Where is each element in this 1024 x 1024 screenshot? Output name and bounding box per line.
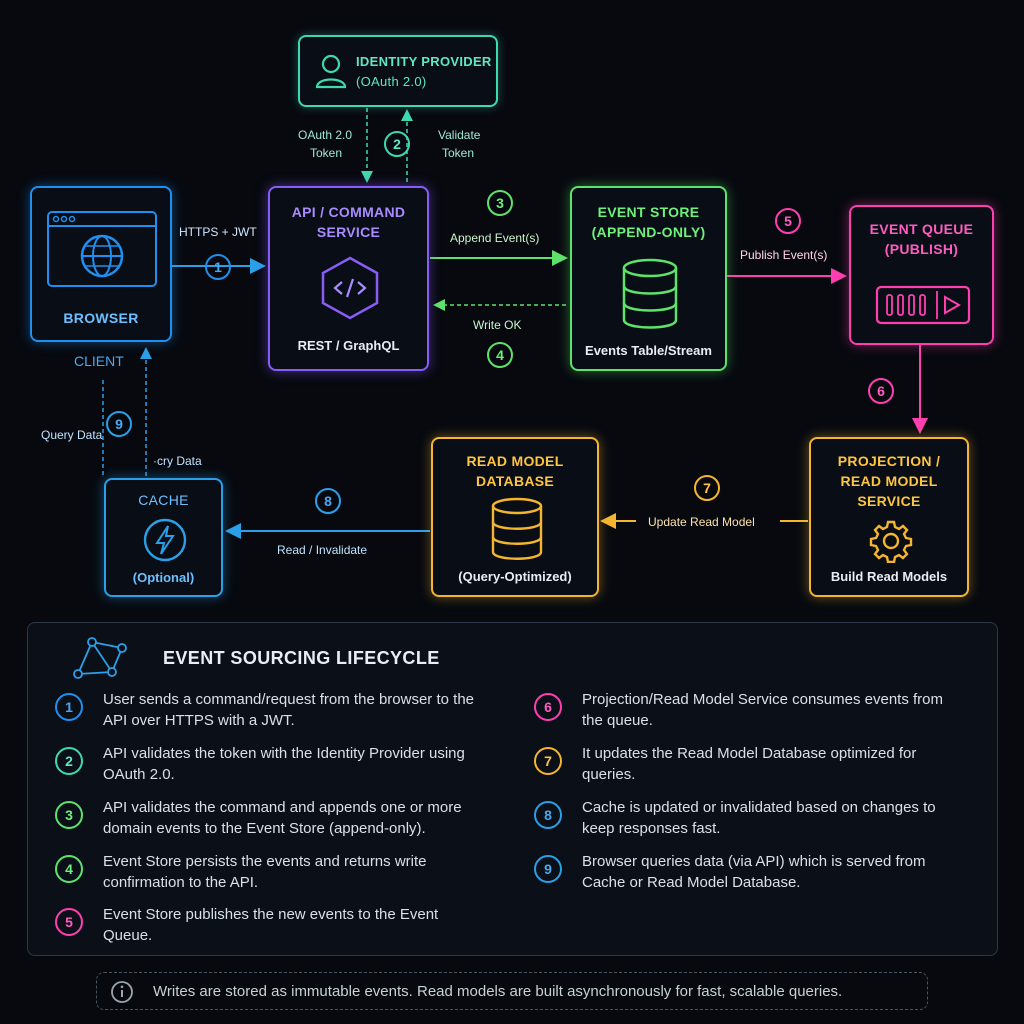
legend-text-5: Event Store publishes the new events to … <box>103 906 439 944</box>
step-badge-5: 5 <box>775 208 801 234</box>
legend-item-2: 2 API validates the token with the Ident… <box>55 743 475 785</box>
step-badge-2: 2 <box>384 131 410 157</box>
projection-title-line1: PROJECTION / <box>837 453 941 469</box>
gear-icon <box>869 520 913 563</box>
node-projection-service[interactable]: PROJECTION / READ MODEL SERVICE Build Re… <box>809 437 969 597</box>
legend-text-3: API validates the command and appends on… <box>103 799 462 837</box>
browser-title: BROWSER <box>63 310 139 326</box>
node-event-queue[interactable]: EVENT QUEUE (PUBLISH) <box>849 205 994 345</box>
network-graph-icon <box>73 637 127 679</box>
readmodel-title-line1: READ MODEL <box>466 453 564 469</box>
browser-window-globe-icon <box>47 211 157 287</box>
legend-text-9: Browser queries data (via API) which is … <box>582 853 926 891</box>
code-icon <box>321 256 379 320</box>
footnote-text: Writes are stored as immutable events. R… <box>153 983 843 1000</box>
edge-label-update-read: Update Read Model <box>648 515 755 529</box>
edge-label-oauth-token-1: OAuth 2.0 <box>298 128 353 142</box>
node-read-model-db[interactable]: READ MODEL DATABASE (Query-Optimized) <box>431 437 599 597</box>
legend-item-1: 1 User sends a command/request from the … <box>55 689 475 731</box>
edge-label-query-data-1: Query Data <box>41 428 103 442</box>
edge-label-oauth-token-2: Token <box>310 146 343 160</box>
projection-title-line3: SERVICE <box>857 493 921 509</box>
info-icon <box>111 981 133 1003</box>
legend-item-4: 4 Event Store persists the events and re… <box>55 851 475 893</box>
queue-title-line2: (PUBLISH) <box>884 241 959 257</box>
step-badge-6: 6 <box>868 378 894 404</box>
footnote-box: Writes are stored as immutable events. R… <box>96 972 928 1010</box>
step-badge-8: 8 <box>315 488 341 514</box>
legend-item-6: 6 Projection/Read Model Service consumes… <box>534 689 954 731</box>
legend-badge-8: 8 <box>534 801 562 829</box>
legend-item-9: 9 Browser queries data (via API) which i… <box>534 851 954 893</box>
edge-label-validate-1: Validate <box>438 128 481 142</box>
edge-label-query-data-2: ·cry Data <box>153 454 202 468</box>
legend-item-5: 5 Event Store publishes the new events t… <box>55 904 475 946</box>
legend-item-7: 7 It updates the Read Model Database opt… <box>534 743 954 785</box>
legend-text-2: API validates the token with the Identit… <box>103 745 465 783</box>
edge-label-write-ok: Write OK <box>473 318 522 332</box>
eventstore-title-line2: (APPEND-ONLY) <box>591 224 706 240</box>
node-api-service[interactable]: API / COMMAND SERVICE REST / GraphQL <box>268 186 429 371</box>
browser-caption: CLIENT <box>74 353 124 369</box>
legend-panel <box>27 622 998 956</box>
edge-label-validate-2: Token <box>442 146 475 160</box>
edge-label-append: Append Event(s) <box>450 231 540 245</box>
legend-badge-5: 5 <box>55 908 83 936</box>
step-badge-1: 1 <box>205 254 231 280</box>
projection-title-line2: READ MODEL <box>840 473 938 489</box>
queue-title-line1: EVENT QUEUE <box>869 221 974 237</box>
eventstore-title-line1: EVENT STORE <box>597 204 700 220</box>
legend-text-4: Event Store persists the events and retu… <box>103 853 427 891</box>
step-badge-7: 7 <box>694 475 720 501</box>
lightning-icon <box>143 518 187 562</box>
readmodel-title-line2: DATABASE <box>475 473 555 489</box>
legend-badge-1: 1 <box>55 693 83 721</box>
legend-item-8: 8 Cache is updated or invalidated based … <box>534 797 954 839</box>
edge-label-read-invalidate: Read / Invalidate <box>277 543 368 557</box>
node-event-store[interactable]: EVENT STORE (APPEND-ONLY) Events Table/S… <box>570 186 727 371</box>
identity-title: IDENTITY PROVIDER <box>356 54 492 69</box>
user-icon <box>315 54 347 89</box>
node-browser[interactable]: BROWSER <box>30 186 172 342</box>
step-badge-9: 9 <box>106 411 132 437</box>
node-identity-provider[interactable]: IDENTITY PROVIDER (OAuth 2.0) <box>298 35 498 107</box>
api-subtitle: REST / GraphQL <box>297 338 400 353</box>
legend-text-6: Projection/Read Model Service consumes e… <box>582 691 943 729</box>
node-cache[interactable]: CACHE (Optional) <box>104 478 223 597</box>
api-title-line1: API / COMMAND <box>291 204 406 220</box>
legend-badge-4: 4 <box>55 855 83 883</box>
edge-label-publish: Publish Event(s) <box>740 248 828 262</box>
identity-subtitle: (OAuth 2.0) <box>356 74 427 89</box>
legend-badge-9: 9 <box>534 855 562 883</box>
legend-text-8: Cache is updated or invalidated based on… <box>582 799 936 837</box>
projection-subtitle: Build Read Models <box>830 569 948 584</box>
legend-title: EVENT SOURCING LIFECYCLE <box>163 648 440 668</box>
legend-text-1: User sends a command/request from the br… <box>103 691 475 729</box>
queue-icon <box>875 285 971 325</box>
legend-text-7: It updates the Read Model Database optim… <box>582 745 917 783</box>
legend-badge-7: 7 <box>534 747 562 775</box>
legend-badge-2: 2 <box>55 747 83 775</box>
readmodel-subtitle: (Query-Optimized) <box>458 569 572 584</box>
legend-badge-6: 6 <box>534 693 562 721</box>
cache-subtitle: (Optional) <box>132 570 195 585</box>
cache-title: CACHE <box>138 492 189 508</box>
edge-label-https-jwt: HTTPS + JWT <box>179 225 257 239</box>
database-icon <box>622 258 678 329</box>
legend-badge-3: 3 <box>55 801 83 829</box>
eventstore-subtitle: Events Table/Stream <box>585 343 712 358</box>
step-badge-3: 3 <box>487 190 513 216</box>
step-badge-4: 4 <box>487 342 513 368</box>
api-title-line2: SERVICE <box>316 224 381 240</box>
legend-item-3: 3 API validates the command and appends … <box>55 797 475 839</box>
database-icon <box>491 497 543 560</box>
